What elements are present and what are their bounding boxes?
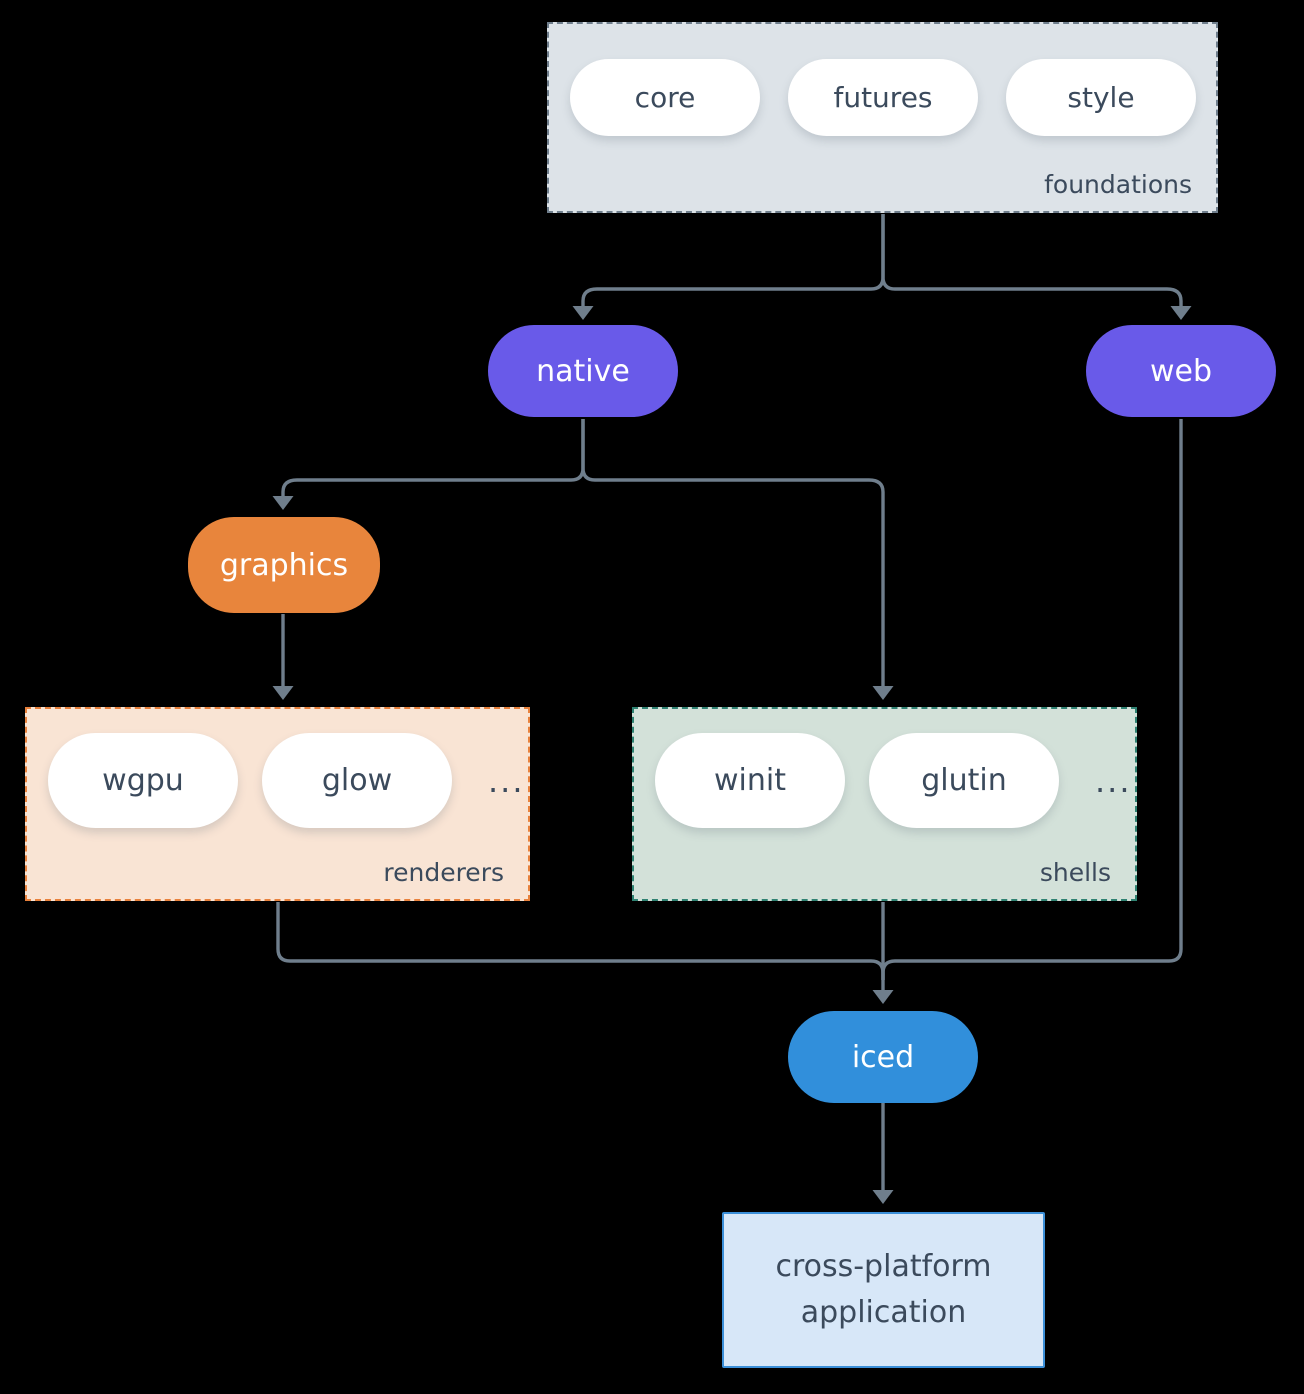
edge-native-shells [581, 419, 885, 687]
pill-futures-label: futures [833, 81, 933, 114]
node-graphics-label: graphics [219, 547, 349, 583]
node-native: native [488, 325, 678, 417]
application-label-line1: cross-platform [775, 1249, 992, 1285]
arrowhead-iced [872, 990, 894, 1004]
pill-winit: winit [655, 733, 845, 828]
renderers-label: renderers [383, 858, 504, 887]
node-iced-label: iced [851, 1039, 915, 1075]
node-web: web [1086, 325, 1276, 417]
group-renderers: wgpu glow ... renderers [25, 707, 530, 901]
arrowhead-renderers [272, 686, 294, 700]
group-shells: winit glutin ... shells [632, 707, 1137, 901]
pill-glow-label: glow [321, 763, 393, 798]
arrowhead-application [872, 1190, 894, 1204]
pill-wgpu: wgpu [48, 733, 238, 828]
node-web-label: web [1149, 353, 1213, 389]
application-box: cross-platform application [722, 1212, 1045, 1368]
application-label-line2: application [800, 1295, 967, 1330]
pill-winit-label: winit [714, 763, 786, 798]
arrowhead-web [1170, 306, 1192, 320]
edge-foundations-native [581, 214, 885, 307]
shells-label: shells [1039, 858, 1111, 887]
pill-style-label: style [1067, 81, 1135, 114]
group-foundations: core futures style foundations [547, 22, 1218, 213]
edge-renderers-iced [276, 902, 885, 980]
renderers-ellipsis: ... [488, 761, 525, 800]
pill-style: style [1006, 59, 1196, 136]
node-iced: iced [788, 1011, 978, 1103]
renderers-pill-row: wgpu glow ... [27, 709, 528, 828]
edge-foundations-web [881, 214, 1183, 307]
pill-futures: futures [788, 59, 978, 136]
node-native-label: native [536, 353, 630, 389]
arrowhead-native [572, 306, 594, 320]
arrowhead-graphics [272, 496, 294, 510]
pill-glutin: glutin [869, 733, 1059, 828]
pill-core: core [570, 59, 760, 136]
pill-core-label: core [634, 81, 696, 114]
shells-pill-row: winit glutin ... [634, 709, 1135, 828]
pill-wgpu-label: wgpu [102, 763, 184, 798]
pill-glutin-label: glutin [921, 763, 1007, 798]
node-graphics: graphics [188, 517, 380, 613]
shells-ellipsis: ... [1095, 761, 1132, 800]
pill-glow: glow [262, 733, 452, 828]
foundations-label: foundations [1044, 170, 1192, 199]
foundations-pill-row: core futures style [549, 24, 1216, 136]
edge-native-graphics [281, 419, 585, 497]
arrowhead-shells [872, 686, 894, 700]
